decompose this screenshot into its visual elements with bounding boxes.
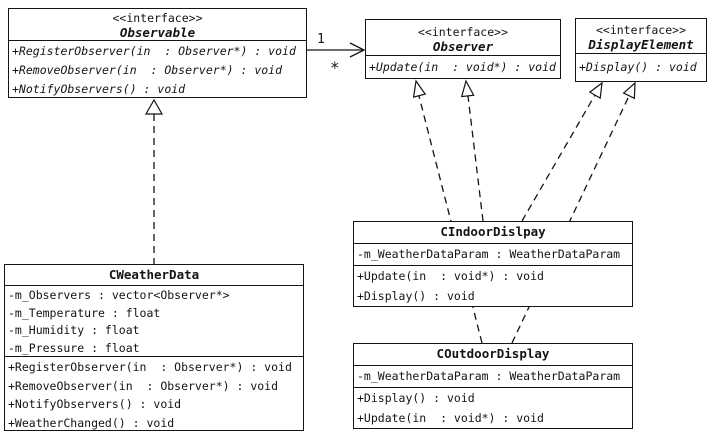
uml-method: +Display() : void (579, 60, 697, 74)
methods-compartment: +Display() : void (576, 53, 706, 80)
class-header: <<interface>> Observer (366, 20, 560, 55)
attributes-compartment: -m_WeatherDataParam : WeatherDataParam (354, 365, 632, 387)
methods-compartment: +RegisterObserver(in : Observer*) : void… (5, 356, 303, 432)
uml-attribute: -m_WeatherDataParam : WeatherDataParam (357, 369, 621, 383)
uml-method: +WeatherChanged() : void (8, 415, 175, 430)
uml-attribute: -m_Humidity : float (8, 323, 140, 338)
uml-method: +RemoveObserver(in : Observer*) : void (8, 378, 279, 393)
uml-method: +NotifyObservers() : void (8, 397, 182, 411)
uml-method: +Update(in : void*) : void (357, 410, 544, 425)
methods-compartment: +Update(in : void*) : void +Display() : … (354, 265, 632, 306)
class-box-cweatherdata: CWeatherData -m_Observers : vector<Obser… (4, 264, 304, 431)
association-observable-observer (307, 42, 366, 58)
uml-method: +NotifyObservers() : void (12, 82, 186, 96)
uml-attribute: -m_Temperature : float (8, 305, 161, 320)
hollow-triangle-icon (412, 79, 427, 98)
hollow-triangle-icon (144, 98, 164, 115)
class-box-cindoordislpay: CIndoorDislpay -m_WeatherDataParam : Wea… (353, 221, 633, 307)
uml-method: +RemoveObserver(in : Observer*) : void (12, 63, 283, 77)
class-name: Observer (432, 39, 494, 54)
realization-indoor-displayelement (521, 81, 603, 222)
multiplicity-target-label: * (330, 58, 340, 77)
uml-method: +Display() : void (357, 288, 475, 303)
class-name: DisplayElement (588, 37, 694, 52)
class-name: CIndoorDislpay (440, 224, 546, 239)
methods-compartment: +RegisterObserver(in : Observer*) : void… (9, 40, 306, 99)
uml-method: +RegisterObserver(in : Observer*) : void (12, 44, 296, 58)
open-arrowhead-icon (349, 42, 366, 58)
class-header: CIndoorDislpay (354, 222, 632, 243)
uml-method: +Update(in : void*) : void (357, 269, 544, 283)
class-box-observer: <<interface>> Observer +Update(in : void… (365, 19, 561, 79)
stereotype-label: <<interface>> (417, 25, 508, 39)
realization-outdoor-displayelement (511, 81, 636, 344)
uml-method: +Update(in : void*) : void (369, 60, 556, 74)
multiplicity-source-label: 1 (317, 32, 325, 47)
class-header: COutdoorDisplay (354, 344, 632, 365)
stereotype-label: <<interface>> (595, 23, 686, 37)
methods-compartment: +Display() : void +Update(in : void*) : … (354, 387, 632, 428)
uml-attribute: -m_Pressure : float (8, 340, 140, 355)
class-header: <<interface>> DisplayElement (576, 19, 706, 53)
methods-compartment: +Update(in : void*) : void (366, 55, 560, 78)
hollow-triangle-icon (622, 81, 636, 100)
attributes-compartment: -m_Observers : vector<Observer*> -m_Temp… (5, 285, 303, 356)
class-box-displayelement: <<interface>> DisplayElement +Display() … (575, 18, 707, 82)
class-name: COutdoorDisplay (436, 346, 550, 361)
uml-attribute: -m_WeatherDataParam : WeatherDataParam (357, 247, 621, 261)
uml-method: +Display() : void (357, 391, 475, 405)
class-header: <<interface>> Observable (9, 9, 306, 40)
realization-weatherdata-observable (144, 98, 164, 264)
class-box-observable: <<interface>> Observable +RegisterObserv… (8, 8, 307, 98)
stereotype-label: <<interface>> (112, 11, 203, 25)
class-name: CWeatherData (108, 267, 200, 282)
class-name: Observable (119, 25, 196, 40)
attributes-compartment: -m_WeatherDataParam : WeatherDataParam (354, 243, 632, 265)
hollow-triangle-icon (588, 81, 603, 100)
hollow-triangle-icon (460, 79, 475, 98)
class-box-coutdoordisplay: COutdoorDisplay -m_WeatherDataParam : We… (353, 343, 633, 429)
realization-indoor-observer (460, 79, 484, 222)
class-header: CWeatherData (5, 265, 303, 285)
uml-attribute: -m_Observers : vector<Observer*> (8, 288, 230, 302)
uml-method: +RegisterObserver(in : Observer*) : void (8, 360, 292, 374)
